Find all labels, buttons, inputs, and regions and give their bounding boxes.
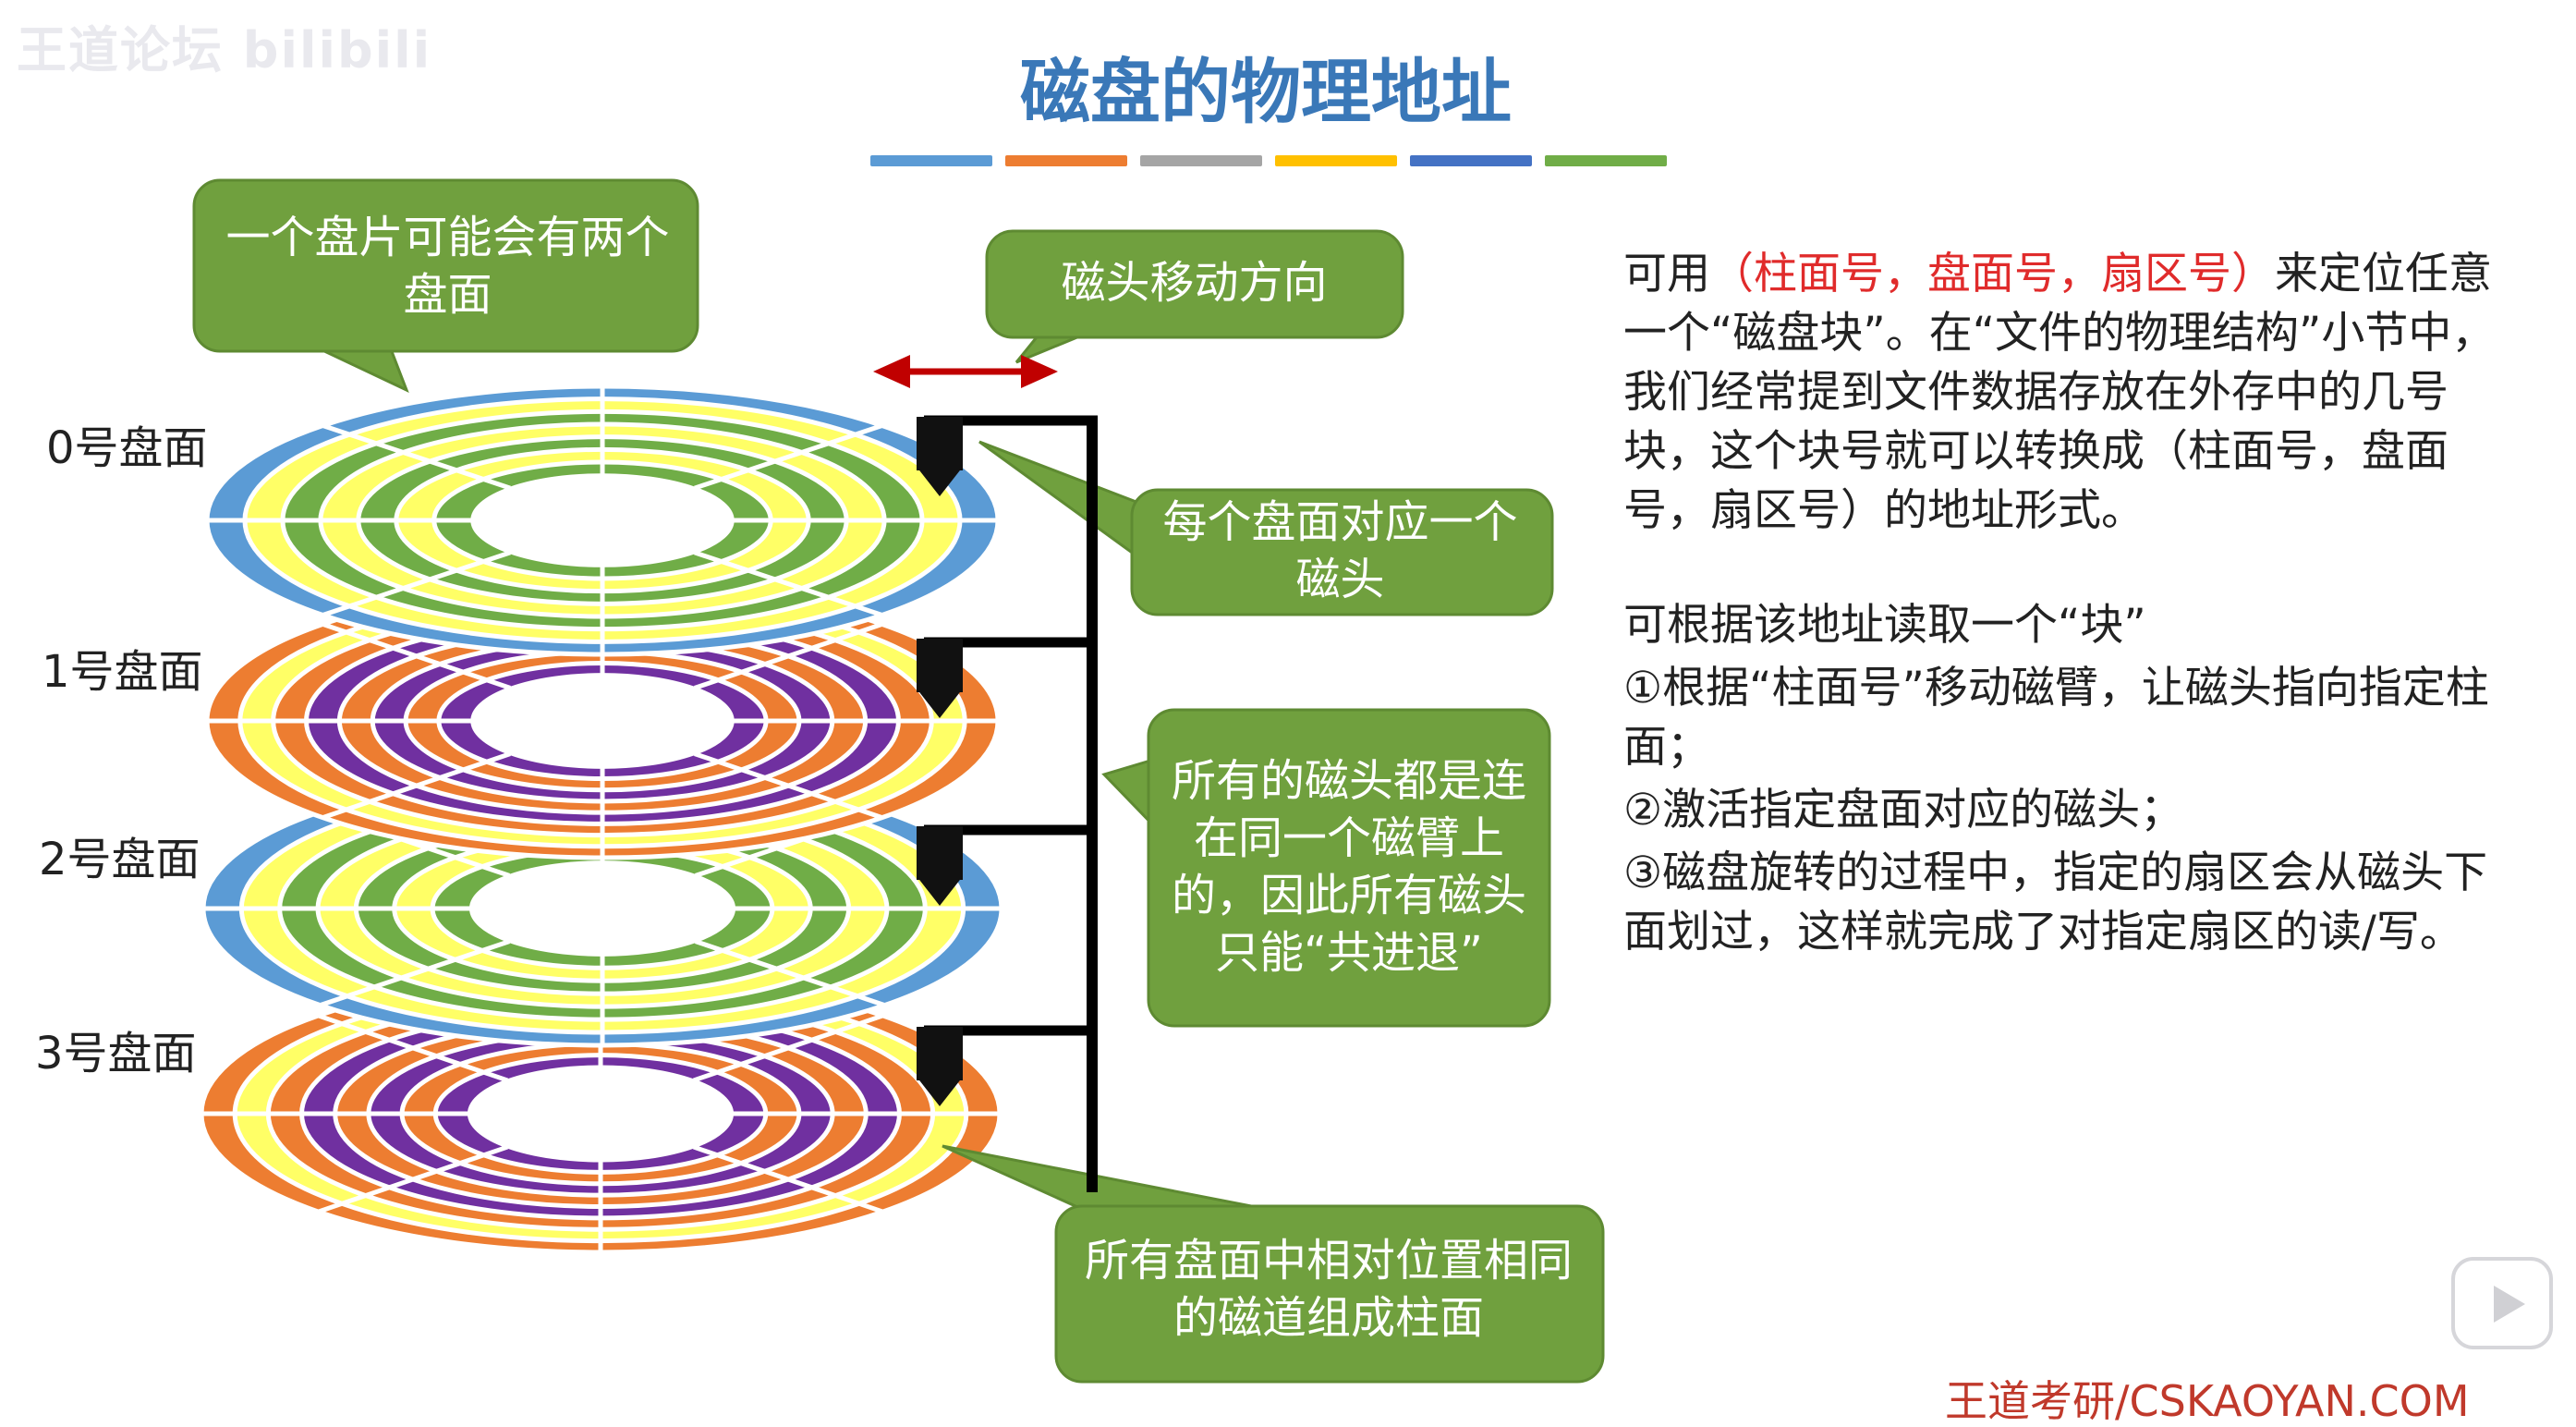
platter-0-sector-divider	[322, 550, 511, 617]
p1-address-tuple: （柱面号，盘面号，扇区号）	[1710, 249, 2275, 299]
head-block-0	[917, 417, 963, 470]
disk-label-0: 0号盘面	[46, 422, 208, 474]
platter-0-sector-divider	[694, 550, 883, 617]
explanation-step-1: ①根据“柱面号”移动磁臂，让磁头指向指定柱面；	[1623, 663, 2489, 773]
head-tip-1	[917, 689, 963, 718]
head-tip-0	[917, 467, 963, 496]
callout-head-direction-text: 磁头移动方向	[1061, 257, 1328, 309]
platter-1-sector-divider	[694, 621, 883, 690]
head-block-2	[917, 826, 963, 880]
platter-1-sector-divider	[322, 621, 511, 690]
callout-cylinder-bubble	[1054, 1204, 1605, 1384]
platter-0-sector-divider	[694, 423, 883, 491]
platter-3-sector-divider	[692, 1013, 884, 1083]
p1-rest: 来定位任意一个“磁盘块”。在“文件的物理结构”小节中，我们经常提到文件数据存放在…	[1623, 249, 2496, 536]
disk-label-1: 1号盘面	[42, 646, 203, 698]
platter-3-sector-divider	[317, 1144, 509, 1214]
platter-3-spindle-hole	[467, 1065, 735, 1163]
platter-3-sector-divider	[692, 1144, 884, 1214]
color-bar-2	[1005, 155, 1127, 166]
explanation-step-2: ②激活指定盘面对应的磁头；	[1623, 785, 2184, 835]
platter-1-spindle-hole	[470, 673, 735, 769]
platter-1-sector-divider	[694, 751, 883, 821]
head-tip-3	[917, 1077, 963, 1106]
head-block-3	[917, 1027, 963, 1080]
callout-two-faces-bubble	[192, 178, 699, 353]
platter-0-sector-divider	[322, 423, 511, 491]
disk-label-3: 3号盘面	[35, 1028, 197, 1079]
callout-shared-arm-text: 所有的磁头都是连在同一个磁臂上的，因此所有磁头只能“共进退”	[1171, 754, 1526, 979]
explanation-step-3: ③磁盘旋转的过程中，指定的扇区会从磁头下面划过，这样就完成了对指定扇区的读/写。	[1623, 848, 2488, 957]
callout-two-faces-text: 一个盘片可能会有两个盘面	[225, 211, 670, 321]
head-tip-2	[917, 876, 963, 906]
callout-one-head-text: 每个盘面对应一个磁头	[1162, 496, 1518, 605]
play-icon[interactable]	[2451, 1257, 2553, 1349]
platter-3-sector-divider	[317, 1013, 509, 1083]
platter-2-spindle-hole	[468, 860, 736, 957]
color-bar-1	[870, 155, 992, 166]
callout-shared-arm-bubble	[1147, 708, 1551, 1028]
color-bar-5	[1410, 155, 1532, 166]
watermark-logo: 王道论坛 bilibili	[17, 21, 432, 79]
platter-0-spindle-hole	[470, 473, 735, 567]
disk-label-2: 2号盘面	[39, 834, 200, 885]
color-bar-3	[1140, 155, 1262, 166]
platter-2-sector-divider	[695, 939, 886, 1008]
platter-2-sector-divider	[319, 939, 510, 1008]
callout-one-head-tail	[978, 440, 1143, 562]
callout-one-head-bubble	[1130, 488, 1554, 616]
callout-head-direction-bubble	[985, 229, 1404, 339]
color-bar-4	[1275, 155, 1397, 166]
explanation-panel: 可用（柱面号，盘面号，扇区号）来定位任意一个“磁盘块”。在“文件的物理结构”小节…	[1623, 245, 2510, 962]
platter-1-sector-divider	[322, 751, 511, 821]
explanation-paragraph-1: 可用（柱面号，盘面号，扇区号）来定位任意一个“磁盘块”。在“文件的物理结构”小节…	[1623, 245, 2510, 541]
title-color-bars	[870, 155, 1667, 166]
direction-arrow-right-head	[1021, 355, 1058, 388]
explanation-intro: 可根据该地址读取一个“块”	[1623, 600, 2146, 651]
footer-brand: 王道考研/CSKAOYAN.COM	[1945, 1376, 2470, 1426]
p1-prefix: 可用	[1623, 249, 1710, 299]
direction-arrow-left-head	[873, 355, 910, 388]
head-block-1	[917, 639, 963, 692]
callout-cylinder-text: 所有盘面中相对位置相同的磁道组成柱面	[1084, 1235, 1573, 1344]
page-title: 磁盘的物理地址	[1020, 51, 1512, 133]
color-bar-6	[1545, 155, 1667, 166]
